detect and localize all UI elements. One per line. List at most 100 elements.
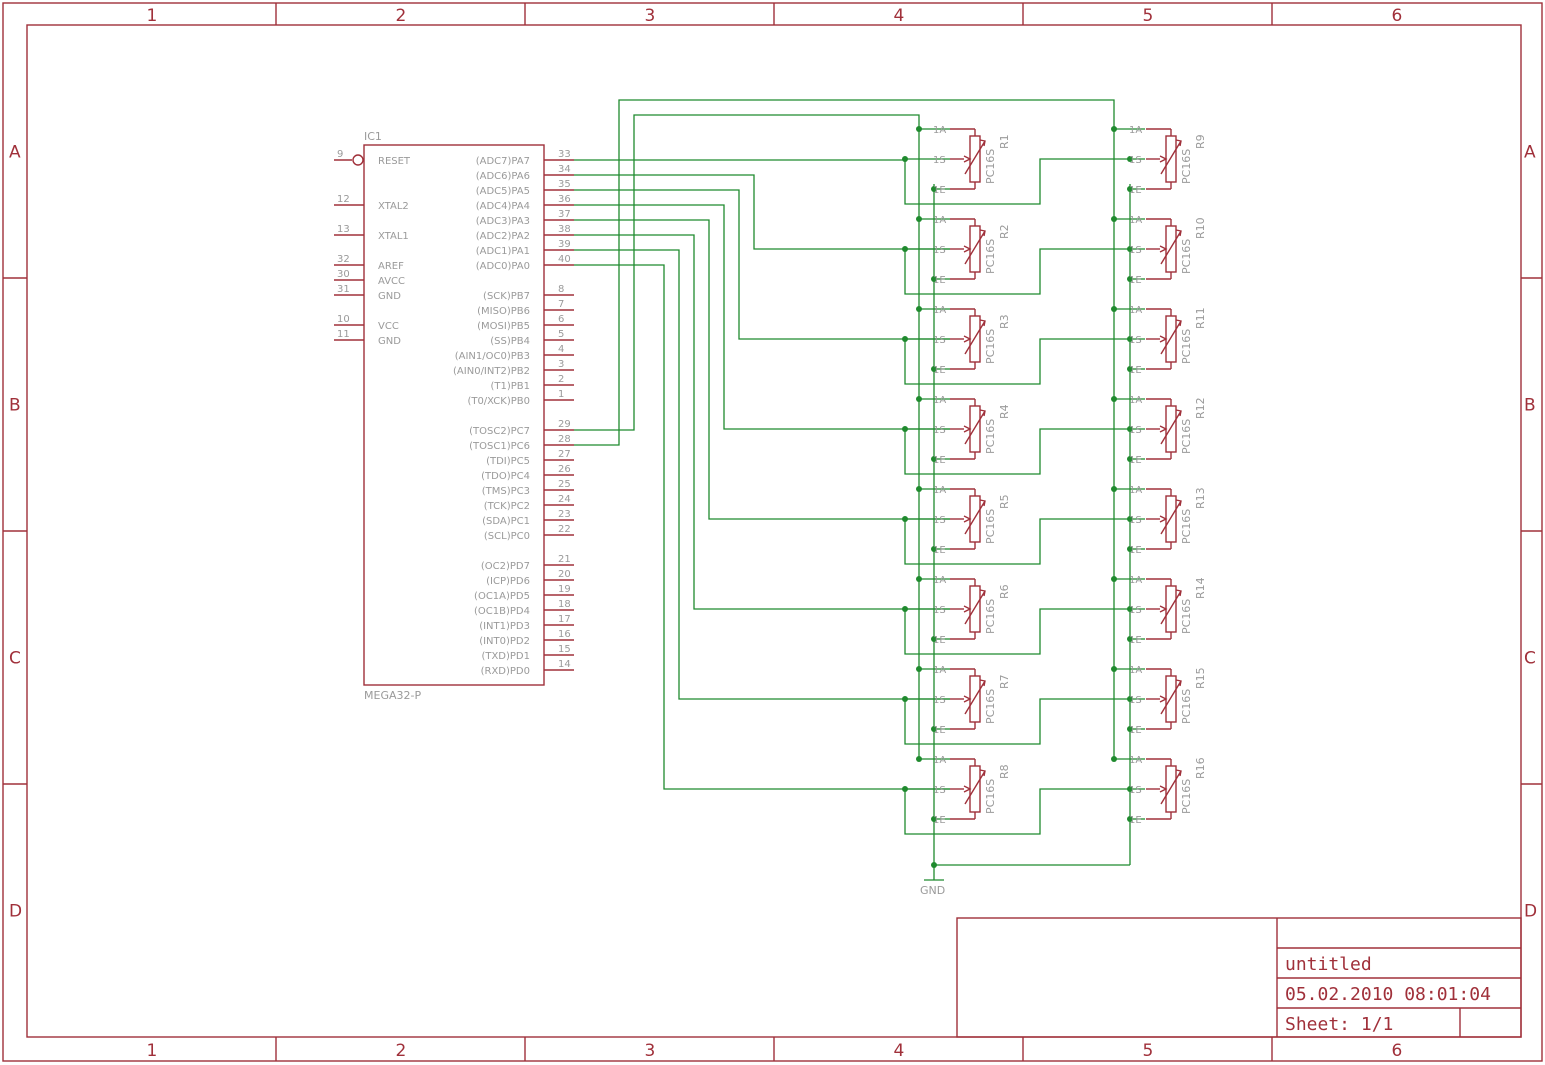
pin-number: 15 — [558, 644, 571, 655]
pin-label-1a: 1A — [1129, 125, 1142, 136]
pin-label-1s: 1S — [1129, 515, 1142, 526]
pin-label: GND — [378, 291, 401, 302]
junction-dot — [931, 816, 937, 822]
resistor-name: R5 — [998, 494, 1011, 509]
pin-label-1e: 1E — [933, 365, 946, 376]
resistor-name: R15 — [1194, 667, 1207, 689]
column-label-top: 3 — [645, 6, 656, 26]
pin-number: 7 — [558, 299, 564, 310]
resistor-value: PC16S — [984, 239, 997, 274]
pin-label-1s: 1S — [1129, 785, 1142, 796]
column-label-top: 1 — [147, 6, 158, 26]
row-label-left: D — [9, 902, 22, 922]
pin-label: GND — [378, 336, 401, 347]
junction-dot — [916, 396, 922, 402]
pin-label: (TOSC1)PC6 — [469, 441, 530, 452]
pin-label-1a: 1A — [1129, 395, 1142, 406]
pin-label-1e: 1E — [1129, 365, 1142, 376]
junction-dot — [931, 726, 937, 732]
resistor-name: R14 — [1194, 577, 1207, 599]
resistor-value: PC16S — [1180, 329, 1193, 364]
resistor-value: PC16S — [1180, 149, 1193, 184]
pin-label: (RXD)PD0 — [481, 666, 530, 677]
junction-dot — [1127, 546, 1133, 552]
junction-dot — [916, 216, 922, 222]
junction-dot — [1111, 306, 1117, 312]
resistor-value: PC16S — [1180, 599, 1193, 634]
pin-label-1a: 1A — [933, 485, 946, 496]
pin-number: 6 — [558, 314, 564, 325]
junction-dot — [916, 486, 922, 492]
resistor-value: PC16S — [984, 419, 997, 454]
pin-label: (TCK)PC2 — [484, 501, 530, 512]
junction-dot — [902, 156, 908, 162]
pin-label: (ICP)PD6 — [486, 576, 530, 587]
pin-label-1a: 1A — [933, 665, 946, 676]
resistor-name: R2 — [998, 224, 1011, 239]
pin-label-1e: 1E — [1129, 635, 1142, 646]
junction-dot — [1111, 756, 1117, 762]
pin-label: (INT1)PD3 — [479, 621, 530, 632]
pin-number: 37 — [558, 209, 571, 220]
pin-label-1a: 1A — [933, 395, 946, 406]
pin-label: (TDO)PC4 — [481, 471, 530, 482]
pin-label: (TDI)PC5 — [486, 456, 530, 467]
junction-dot — [1111, 486, 1117, 492]
pin-number: 38 — [558, 224, 571, 235]
junctions — [902, 126, 1133, 868]
junction-dot — [1127, 516, 1133, 522]
pin-label: VCC — [378, 321, 399, 332]
pin-label-1e: 1E — [933, 545, 946, 556]
pin-label: (ADC1)PA1 — [476, 246, 530, 257]
pin-label-1s: 1S — [933, 515, 946, 526]
pin-label: (SCK)PB7 — [483, 291, 530, 302]
gnd-symbol: GND — [920, 865, 945, 897]
pin-label-1a: 1A — [933, 575, 946, 586]
potentiometers: 1A1S1EPC16SR11A1S1EPC16SR21A1S1EPC16SR31… — [933, 125, 1207, 826]
junction-dot — [1127, 636, 1133, 642]
column-label-bottom: 2 — [396, 1041, 407, 1061]
gnd-label: GND — [920, 884, 945, 897]
pin-number: 10 — [337, 314, 350, 325]
pin-number: 24 — [558, 494, 571, 505]
resistor-value: PC16S — [984, 599, 997, 634]
datetime-text: 05.02.2010 08:01:04 — [1285, 984, 1491, 1005]
pin-label-1e: 1E — [1129, 275, 1142, 286]
pin-number: 22 — [558, 524, 571, 535]
row-label-right: C — [1524, 649, 1536, 669]
pin-label-1e: 1E — [933, 815, 946, 826]
row-label-left: A — [9, 143, 21, 163]
pin-number: 33 — [558, 149, 571, 160]
pin-label: (ADC4)PA4 — [476, 201, 530, 212]
junction-dot — [916, 666, 922, 672]
pin-label-1s: 1S — [1129, 155, 1142, 166]
pin-label-1e: 1E — [933, 185, 946, 196]
pin-number: 12 — [337, 194, 350, 205]
pin-label: (ADC3)PA3 — [476, 216, 530, 227]
pin-label-1s: 1S — [933, 245, 946, 256]
pin-label: (TMS)PC3 — [482, 486, 530, 497]
resistor-name: R4 — [998, 404, 1011, 419]
pin-number: 25 — [558, 479, 571, 490]
junction-dot — [1127, 276, 1133, 282]
junction-dot — [1127, 726, 1133, 732]
column-label-top: 4 — [894, 6, 905, 26]
junction-dot — [1127, 456, 1133, 462]
pin-label: RESET — [378, 156, 411, 167]
pin-label: (OC1B)PD4 — [474, 606, 530, 617]
resistor-name: R1 — [998, 134, 1011, 149]
pin-label: AVCC — [378, 276, 405, 287]
pin-label: (SDA)PC1 — [482, 516, 530, 527]
pin-number: 11 — [337, 329, 350, 340]
junction-dot — [902, 516, 908, 522]
junction-dot — [916, 576, 922, 582]
column-label-bottom: 4 — [894, 1041, 905, 1061]
pin-number: 13 — [337, 224, 350, 235]
